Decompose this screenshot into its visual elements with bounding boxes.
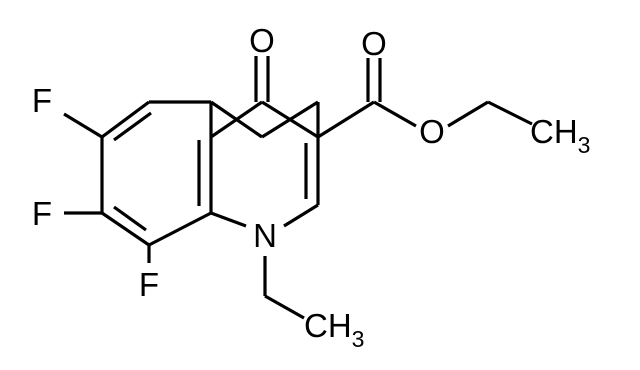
- atom-label-fluorine: F: [32, 82, 52, 119]
- bond: [101, 100, 150, 139]
- ch-label: CH: [530, 113, 578, 150]
- n-ethyl-group: N CH3: [253, 217, 364, 352]
- bond: [317, 100, 375, 139]
- ester-group: O O CH3: [317, 25, 590, 158]
- bond: [261, 100, 319, 139]
- atom-label-fluorine: F: [139, 266, 159, 303]
- ch-label: CH: [304, 307, 352, 344]
- bond: [447, 100, 489, 128]
- bond: [373, 100, 417, 128]
- subscript-3: 3: [578, 132, 591, 158]
- bond: [487, 100, 533, 126]
- keto-group: O: [249, 22, 275, 102]
- methyl-label: CH3: [304, 307, 364, 352]
- bond: [210, 211, 247, 228]
- pyridone-ring: [210, 100, 320, 228]
- atom-label-fluorine: F: [32, 195, 52, 232]
- benzene-ring: [100, 100, 213, 247]
- atom-label-nitrogen: N: [253, 217, 277, 254]
- atom-label-oxygen: O: [249, 22, 275, 59]
- bond: [148, 211, 212, 247]
- methyl-label: CH3: [530, 113, 590, 158]
- atom-label-oxygen: O: [361, 25, 387, 62]
- double-bond-inner: [113, 111, 152, 142]
- double-bond-inner: [113, 205, 147, 232]
- bond: [283, 203, 319, 228]
- bond: [210, 100, 263, 139]
- fluorine-substituents: F F F: [32, 82, 159, 303]
- bond: [63, 112, 103, 139]
- bond: [101, 211, 150, 247]
- bond: [264, 294, 305, 320]
- subscript-3: 3: [352, 326, 365, 352]
- atom-label-oxygen: O: [419, 113, 445, 150]
- ring-fusion: [210, 100, 319, 139]
